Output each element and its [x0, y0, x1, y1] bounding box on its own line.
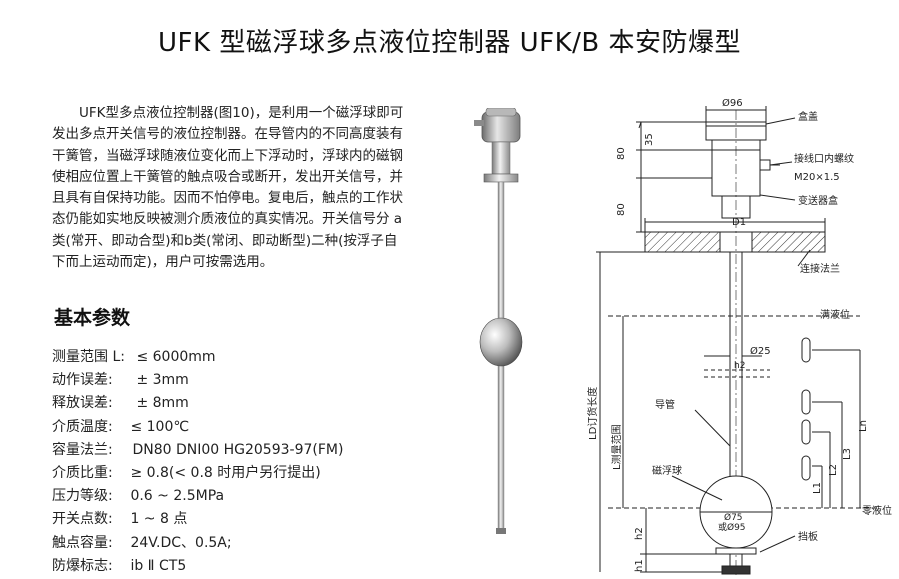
param-row-switch-points: 开关点数: 1 ~ 8 点 — [52, 508, 343, 531]
param-row-action-error: 动作误差: ± 3mm — [52, 369, 343, 392]
label-h1: h1 — [634, 559, 645, 572]
param-row-explosion-mark: 防爆标志: ib Ⅱ CT5 — [52, 555, 343, 578]
param-row-temperature: 介质温度: ≤ 100℃ — [52, 416, 343, 439]
intro-line: 发出多点开关信号的液位控制器。在导管内的不同高度装有 — [52, 126, 403, 143]
param-label: 容量法兰: — [52, 441, 113, 458]
dimension-diagram: Ø96 盒盖 接线口内螺纹 M20×1.5 变送器盒 D1 连接法兰 满液位 Ø… — [586, 97, 892, 578]
label-l3: L3 — [842, 448, 853, 460]
param-value: ≤ 100℃ — [130, 418, 190, 435]
param-label: 动作误差: — [52, 372, 113, 389]
param-label: 介质比重: — [52, 465, 113, 482]
param-value: 24V.DC、0.5A; — [130, 534, 232, 551]
label-l2: L2 — [828, 464, 839, 476]
intro-line: 使相应位置上干簧管的触点吸合或断开，发出开关信号，并 — [52, 168, 403, 185]
label-h2: h2 — [634, 527, 645, 540]
label-dim-35: 35 — [644, 133, 655, 146]
label-thread-size: M20×1.5 — [794, 172, 840, 183]
label-tube-dia: Ø25 — [750, 345, 771, 357]
label-float-dia2: 或Ø95 — [718, 521, 746, 533]
param-label: 介质温度: — [52, 418, 113, 435]
param-value: ≤ 6000mm — [136, 349, 216, 365]
param-label: 释放误差: — [52, 395, 113, 412]
label-ln: Ln — [858, 420, 869, 432]
label-d1: D1 — [732, 217, 746, 228]
label-h2-small: h2 — [734, 361, 745, 371]
param-row-range: 测量范围 L: ≤ 6000mm — [52, 346, 343, 369]
intro-line: 且具有自保持功能。因而不怕停电。复电后，触点的工作状 — [52, 190, 403, 207]
param-value: 0.6 ~ 2.5MPa — [130, 488, 225, 505]
label-flange: 连接法兰 — [800, 262, 840, 275]
label-transmitter-box: 变送器盒 — [798, 194, 838, 207]
param-label: 触点容量: — [52, 534, 113, 551]
param-label: 压力等级: — [52, 488, 113, 505]
label-float-ball: 磁浮球 — [652, 464, 682, 477]
label-guide-tube: 导管 — [655, 398, 675, 411]
param-label: 开关点数: — [52, 511, 113, 528]
label-float-dia1: Ø75 — [724, 512, 743, 523]
param-value: ± 8mm — [136, 395, 189, 412]
param-value: ib Ⅱ CT5 — [130, 557, 187, 574]
label-baffle: 挡板 — [798, 530, 818, 543]
intro-line: 类(常开、即动合型)和b类(常闭、即动断型)二种(按浮子自 — [52, 232, 398, 249]
section-heading: 基本参数 — [54, 307, 131, 329]
param-row-flange: 容量法兰: DN80 DNI00 HG20593-97(FM) — [52, 439, 343, 462]
label-full-level: 满液位 — [820, 308, 850, 321]
param-value: ≥ 0.8(< 0.8 时用户另行提出) — [130, 465, 321, 482]
param-label: 防爆标志: — [52, 557, 113, 574]
param-row-gravity: 介质比重: ≥ 0.8(< 0.8 时用户另行提出) — [52, 462, 343, 485]
intro-line: UFK型多点液位控制器(图10)，是利用一个磁浮球即可 — [79, 105, 404, 121]
intro-line: 下而上运动而定)，用户可按需选用。 — [52, 254, 274, 271]
label-l: L测量范围 — [610, 424, 623, 470]
param-label: 测量范围 L: — [52, 349, 125, 365]
param-row-contact-capacity: 触点容量: 24V.DC、0.5A; — [52, 532, 343, 555]
intro-paragraph: UFK型多点液位控制器(图10)，是利用一个磁浮球即可 发出多点开关信号的液位控… — [52, 103, 452, 273]
param-value: ± 3mm — [136, 372, 189, 389]
param-row-release-error: 释放误差: ± 8mm — [52, 392, 343, 415]
param-value: DN80 DNI00 HG20593-97(FM) — [132, 441, 344, 458]
params-list: 测量范围 L: ≤ 6000mm 动作误差: ± 3mm 释放误差: ± 8mm… — [52, 346, 343, 578]
label-l1: L1 — [812, 482, 823, 494]
intro-line: 干簧管，当磁浮球随液位变化而上下浮动时，浮球内的磁钢 — [52, 147, 403, 164]
label-zero-level: 零液位 — [862, 504, 892, 517]
label-dim-80b: 80 — [616, 203, 627, 216]
param-value: 1 ~ 8 点 — [130, 511, 188, 528]
intro-line: 态仍能如实地反映被测介质液位的真实情况。开关信号分 a — [52, 211, 403, 228]
label-dim-top: Ø96 — [722, 97, 743, 109]
param-row-pressure: 压力等级: 0.6 ~ 2.5MPa — [52, 485, 343, 508]
label-dim-80a: 80 — [616, 147, 627, 160]
page-title: UFK 型磁浮球多点液位控制器 UFK/B 本安防爆型 — [158, 28, 741, 58]
label-ld: LD订货长度 — [586, 387, 599, 440]
label-thread: 接线口内螺纹 — [794, 152, 854, 165]
label-box-cover: 盒盖 — [798, 110, 818, 123]
product-photo — [474, 108, 523, 534]
